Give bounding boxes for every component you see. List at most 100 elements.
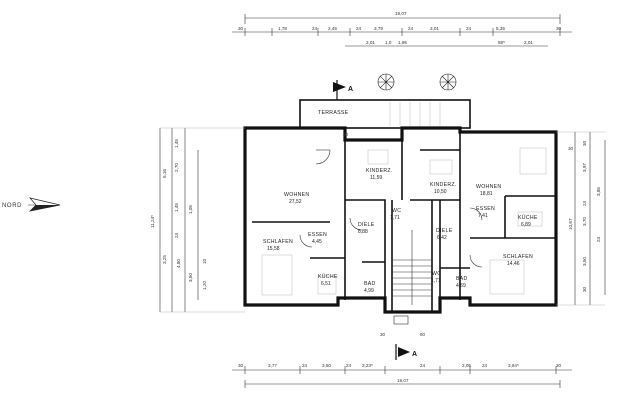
svg-text:3,94⁵: 3,94⁵ — [508, 363, 519, 368]
room-name: ESSEN — [308, 232, 327, 238]
svg-text:4,80: 4,80 — [176, 259, 181, 268]
svg-text:A: A — [412, 351, 417, 358]
svg-text:3,50: 3,50 — [188, 273, 193, 282]
room-name: WC — [432, 271, 441, 277]
room-area: 4,69 — [456, 283, 466, 289]
room-name: SCHLAFEN — [263, 239, 293, 245]
room-name: WOHNEN — [284, 192, 309, 198]
room-name: BAD — [364, 281, 376, 287]
svg-text:30: 30 — [556, 26, 562, 31]
room-area: 15,58 — [267, 246, 280, 252]
svg-text:1,45: 1,45 — [174, 203, 179, 212]
svg-text:1,78: 1,78 — [278, 26, 287, 31]
top-total-dimension: 19,07 — [395, 11, 407, 16]
furniture — [261, 147, 547, 296]
bottom-total-dimension: 19,07 — [397, 378, 409, 383]
terrace: TERRASSE — [299, 99, 471, 129]
room-name: WC — [392, 208, 401, 214]
svg-text:30: 30 — [582, 140, 587, 146]
svg-text:24: 24 — [408, 26, 414, 31]
svg-text:24: 24 — [356, 26, 362, 31]
svg-text:30: 30 — [238, 26, 244, 31]
svg-text:24: 24 — [482, 363, 488, 368]
room-name: DIELE — [436, 228, 453, 234]
svg-text:1,95: 1,95 — [398, 40, 407, 45]
section-arrow-icon — [333, 82, 346, 92]
right-dimensions: 30 3,97 3,85 24 10,67 3,70 24 3,50 30 — [556, 131, 606, 306]
svg-text:A: A — [348, 86, 353, 93]
svg-text:3,79: 3,79 — [374, 26, 383, 31]
svg-text:88⁵: 88⁵ — [498, 40, 505, 45]
svg-text:24: 24 — [420, 363, 426, 368]
room-name: ESSEN — [476, 206, 495, 212]
section-marker-top: A — [333, 80, 353, 100]
bottom-dimensions: 30 3,77 24 3,50 24 3,23⁵ 24 2,05 24 3,94… — [232, 363, 572, 388]
room-area: 14,46 — [507, 261, 520, 267]
outer-walls — [243, 126, 558, 314]
left-dimensions: 1,45 2,70 5,16 1,45 11,24⁵ 1,05 3,25 24 … — [150, 127, 245, 313]
room-name: KÜCHE — [318, 273, 338, 280]
room-area: 1,71 — [431, 278, 441, 284]
svg-text:30: 30 — [556, 363, 562, 368]
room-area: 11,59 — [370, 175, 382, 181]
svg-text:30: 30 — [582, 286, 587, 292]
room-area: 27,52 — [289, 199, 302, 205]
interior-walls — [252, 132, 556, 312]
north-label: NORD — [2, 203, 22, 209]
north-arrow: NORD — [2, 197, 61, 212]
room-area: 7,41 — [478, 213, 488, 219]
room-area: 6,89 — [521, 222, 531, 228]
svg-text:2,01: 2,01 — [524, 40, 533, 45]
svg-text:1,20: 1,20 — [202, 281, 207, 290]
tree-icon — [377, 73, 395, 91]
svg-text:24: 24 — [302, 363, 308, 368]
svg-text:24: 24 — [582, 200, 587, 206]
svg-text:60: 60 — [420, 332, 426, 337]
room-area: 6,42 — [437, 235, 447, 241]
svg-text:10,67: 10,67 — [568, 218, 573, 230]
top-dimensions: 19,07 30 1,78 24 2,45 24 3,79 24 3,01 24… — [232, 11, 572, 47]
room-area: 4,99 — [364, 288, 374, 294]
svg-text:3,25: 3,25 — [162, 255, 167, 264]
terrace-label: TERRASSE — [318, 110, 349, 116]
svg-text:3,01: 3,01 — [430, 26, 439, 31]
svg-text:2,01: 2,01 — [366, 40, 375, 45]
svg-text:5,16: 5,16 — [162, 169, 167, 178]
svg-text:30: 30 — [343, 132, 349, 137]
svg-text:3,97: 3,97 — [582, 163, 587, 172]
svg-text:3,50: 3,50 — [582, 257, 587, 266]
svg-text:2,05: 2,05 — [462, 363, 471, 368]
svg-text:1,45: 1,45 — [174, 139, 179, 148]
svg-text:11,24⁵: 11,24⁵ — [150, 215, 155, 228]
svg-text:3,50: 3,50 — [322, 363, 331, 368]
svg-text:24: 24 — [596, 236, 601, 242]
room-area: 18,81 — [480, 191, 493, 197]
room-name: SCHLAFEN — [503, 254, 533, 260]
svg-text:3,70: 3,70 — [582, 217, 587, 226]
room-name: DIELE — [358, 222, 375, 228]
room-name: BAD — [456, 276, 468, 282]
room-name: KINDERZ. — [430, 182, 457, 188]
svg-text:10: 10 — [202, 258, 207, 264]
svg-text:1,05: 1,05 — [188, 205, 193, 214]
room-area: 1,71 — [390, 215, 400, 221]
svg-text:5,35: 5,35 — [496, 26, 505, 31]
section-marker-bottom: A — [395, 344, 417, 360]
svg-text:24: 24 — [346, 363, 352, 368]
svg-text:1,0: 1,0 — [385, 40, 392, 45]
svg-text:24: 24 — [312, 26, 318, 31]
room-name: KÜCHE — [518, 214, 538, 221]
svg-text:2,45: 2,45 — [328, 26, 337, 31]
tree-icon — [439, 73, 457, 91]
svg-text:30: 30 — [380, 332, 386, 337]
svg-text:3,85: 3,85 — [596, 187, 601, 196]
svg-text:3,23⁵: 3,23⁵ — [362, 363, 373, 368]
room-labels: WOHNEN 27,52 KINDERZ. 11,59 KINDERZ. 10,… — [263, 168, 538, 294]
room-area: 8,88 — [358, 229, 368, 235]
svg-text:24: 24 — [174, 232, 179, 238]
svg-text:24: 24 — [466, 26, 472, 31]
room-name: KINDERZ. — [366, 168, 393, 174]
entrance-dimensions: 30 60 30 30 — [343, 132, 574, 337]
svg-text:30: 30 — [568, 146, 574, 151]
